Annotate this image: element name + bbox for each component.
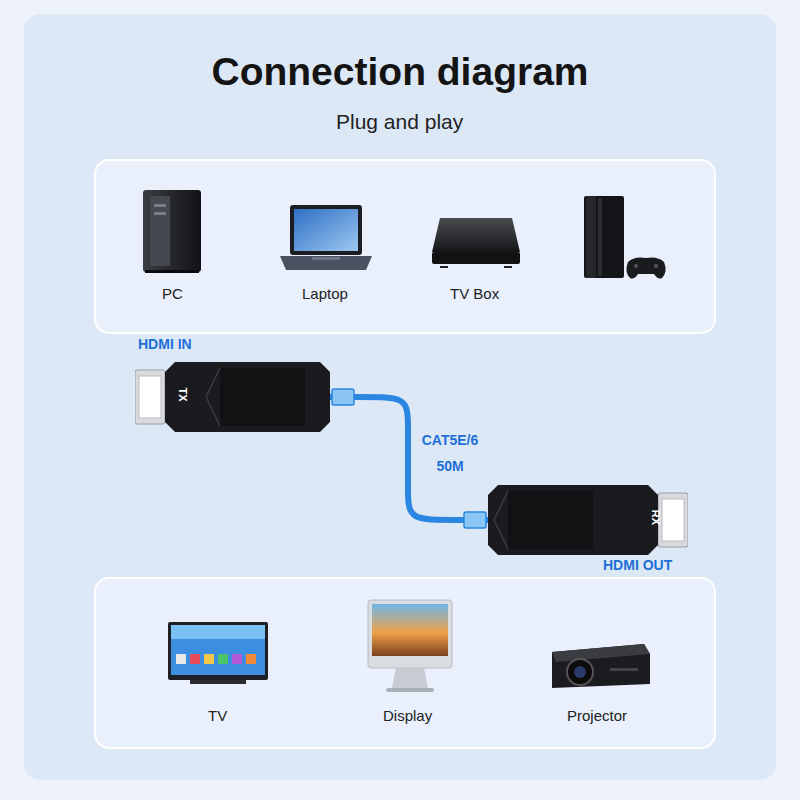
dongle-body [488, 485, 658, 555]
laptop-icon [280, 205, 372, 270]
rj45-plug [332, 389, 354, 405]
dongle-edge [206, 368, 220, 397]
subtitle: Plug and play [336, 110, 463, 134]
tv-icon [168, 622, 268, 684]
dongle-edge [494, 491, 508, 520]
cable-label: CAT5E/6 50M [418, 427, 482, 479]
device-label: Laptop [302, 285, 348, 302]
hdmi-plug [658, 493, 688, 547]
device-label: Display [383, 707, 432, 724]
port-label: HDMI IN [138, 337, 192, 351]
display-icon [368, 600, 452, 692]
device-label: TV [208, 707, 227, 724]
device-label: TV Box [450, 285, 499, 302]
game-console-icon [584, 196, 666, 279]
pc-icon [143, 190, 201, 273]
projector-icon [552, 644, 650, 688]
device-label: Projector [567, 707, 627, 724]
hdmi-plug [139, 376, 161, 418]
network-cable [330, 389, 488, 528]
rj45-plug [464, 512, 486, 528]
tv-box-icon [432, 218, 520, 268]
dongle-body [165, 362, 330, 432]
dongle-edge [206, 397, 220, 426]
extender-dongle: RXHDMI OUT [488, 485, 688, 555]
extender-dongle: HDMI INTX [135, 362, 330, 432]
dongle-edge [494, 520, 508, 549]
dongle-shape [135, 362, 330, 432]
port-label: HDMI OUT [603, 558, 672, 572]
unit-mark: TX [177, 387, 188, 401]
page-ground [24, 14, 776, 780]
device-label: PC [162, 285, 183, 302]
title: Connection diagram [0, 50, 800, 94]
display-panel [95, 578, 715, 748]
source-panel [95, 160, 715, 333]
cable-line [330, 397, 488, 520]
dongle-face [220, 368, 305, 426]
hdmi-plug [135, 370, 165, 424]
hdmi-plug [662, 499, 684, 541]
unit-mark: RX [650, 510, 661, 525]
dongle-face [508, 491, 593, 549]
